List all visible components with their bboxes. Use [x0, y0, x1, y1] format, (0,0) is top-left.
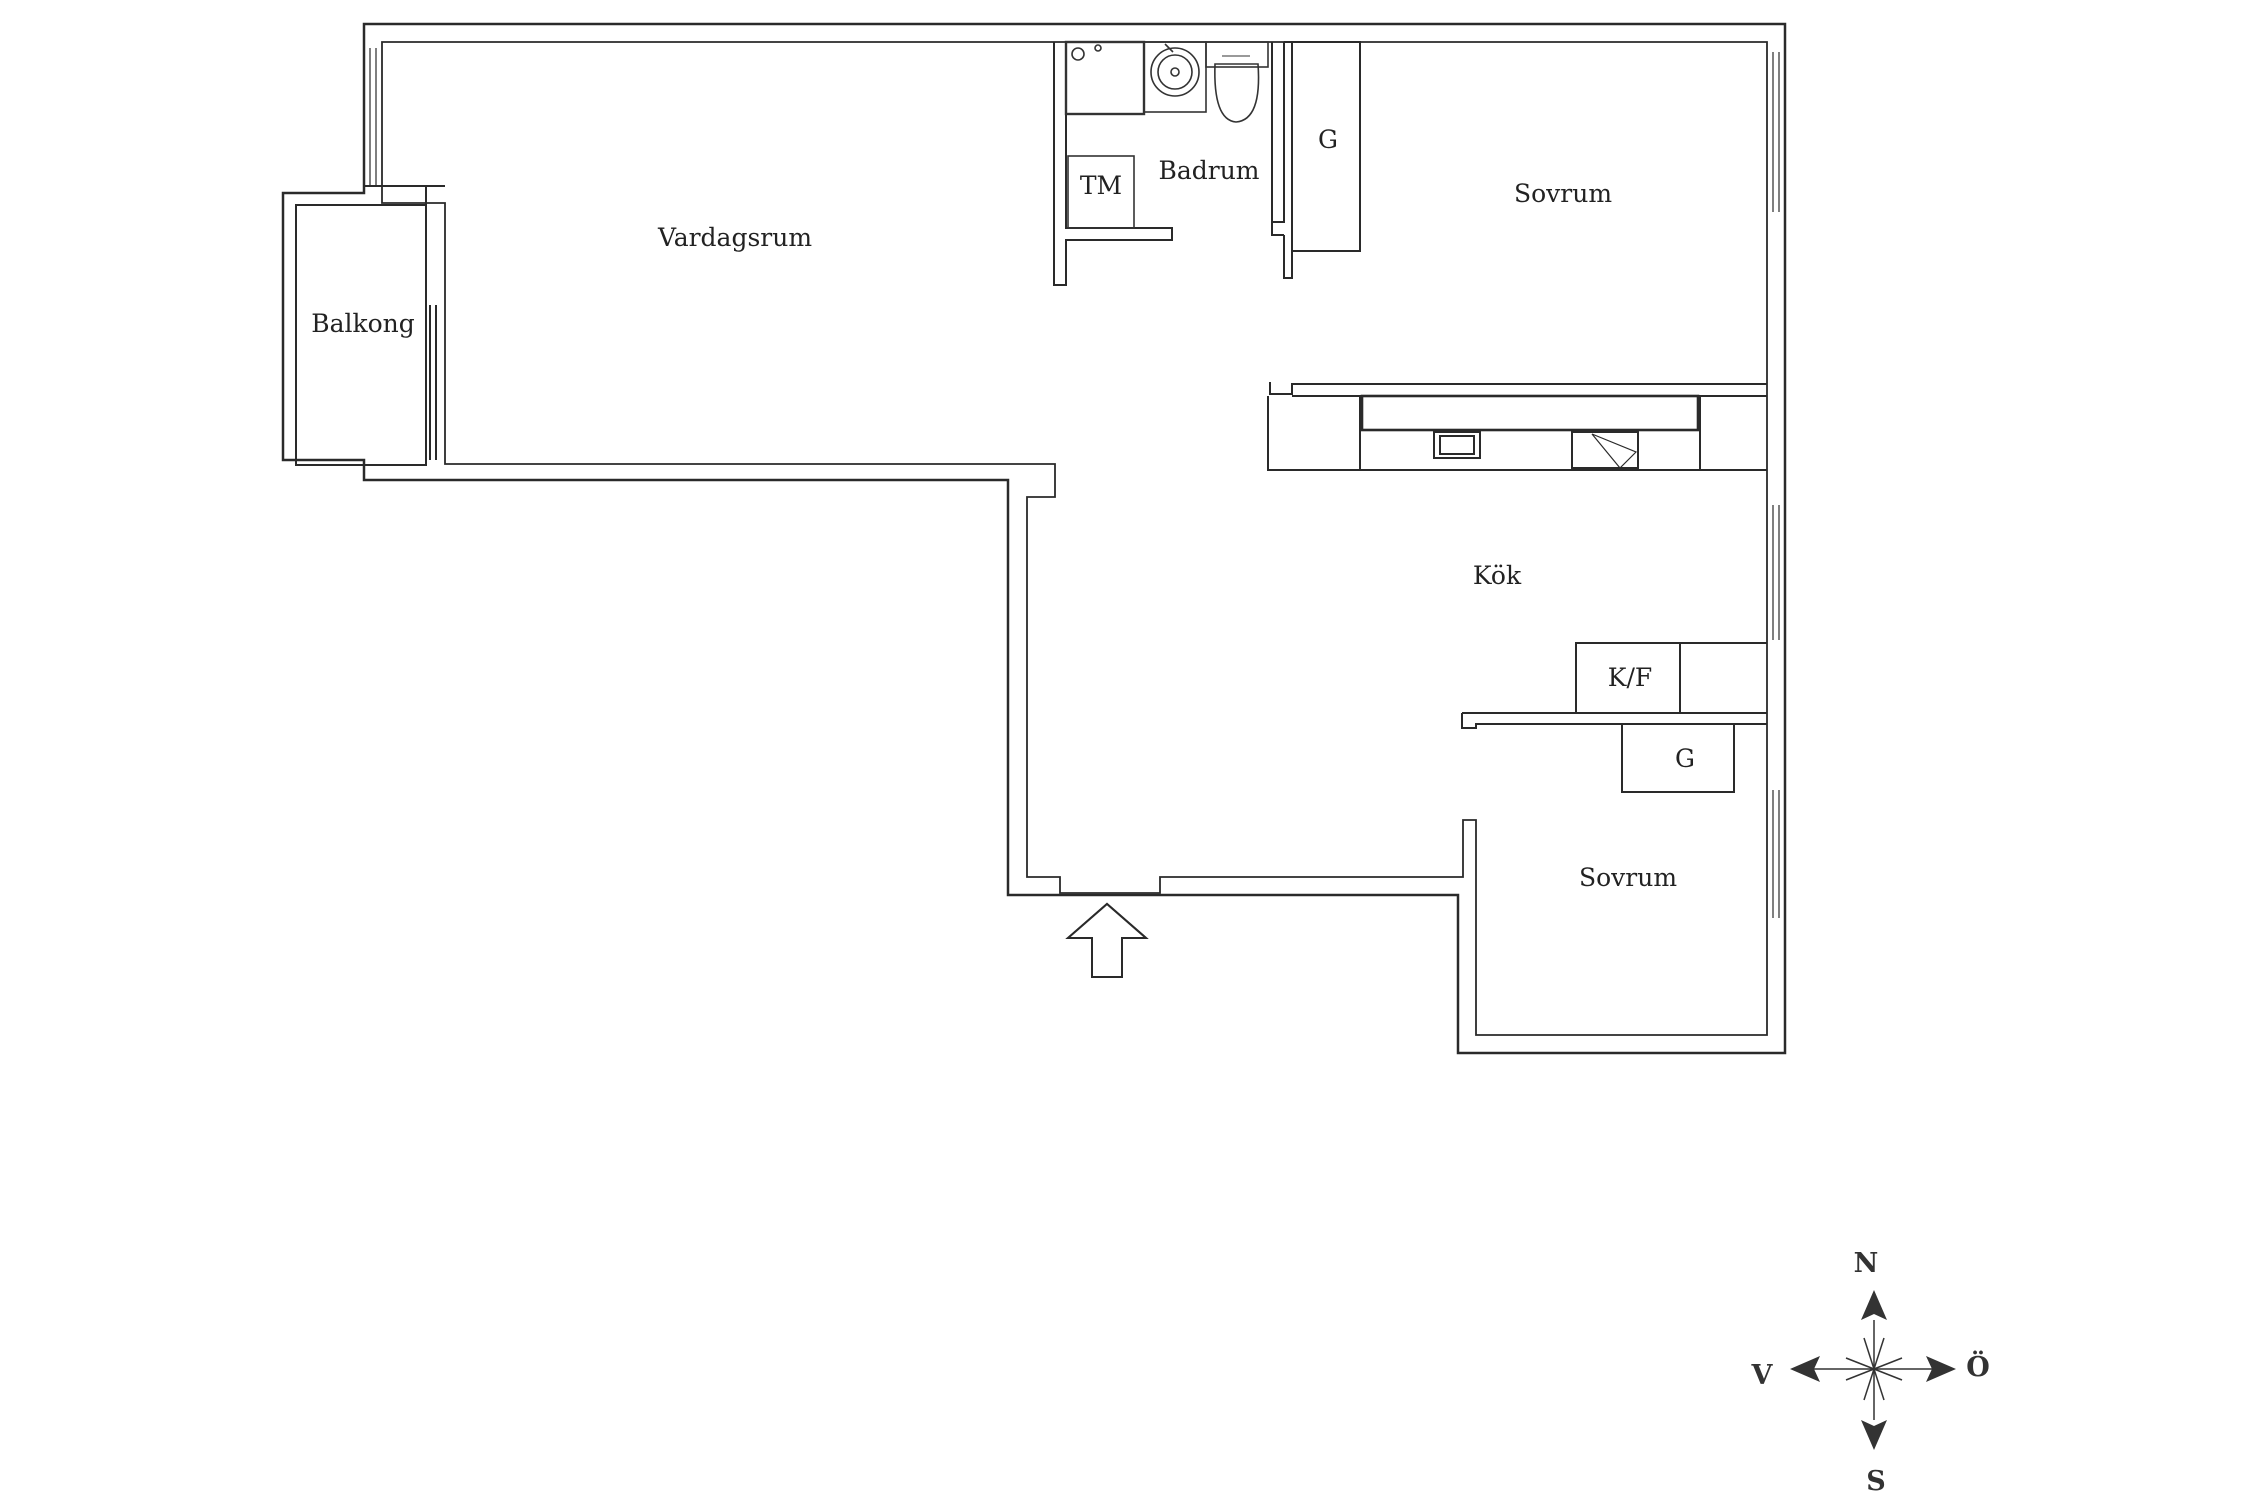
compass-arrow-east-icon [1926, 1356, 1956, 1382]
west-window [369, 48, 377, 185]
kitchen-sink [1433, 431, 1481, 459]
compass-label-east: Ö [1966, 1349, 1990, 1383]
label-tm: TM [1080, 171, 1122, 200]
label-g-south: G [1675, 744, 1695, 773]
north-bedroom-window [1772, 52, 1780, 212]
room-labels: Vardagsrum Balkong Badrum TM G Sovrum Kö… [311, 125, 1695, 892]
compass-arrow-west-icon [1790, 1356, 1820, 1382]
label-vardagsrum: Vardagsrum [657, 223, 812, 252]
label-kf: K/F [1608, 663, 1652, 692]
tm-box [1067, 155, 1135, 229]
south-bedroom-window [1772, 790, 1780, 918]
label-sovrum-north: Sovrum [1514, 179, 1612, 208]
kitchen-fridge-area [1461, 642, 1767, 729]
washing-machine [1064, 40, 1146, 116]
label-kok: Kök [1473, 561, 1522, 590]
north-bedroom-walls [1269, 41, 1767, 397]
entrance-arrow-outline [1065, 902, 1149, 978]
compass-arrow-north-icon [1861, 1290, 1887, 1320]
label-badrum: Badrum [1158, 156, 1259, 185]
label-g-north: G [1318, 125, 1338, 154]
sink-icon [1150, 47, 1200, 97]
compass-rose: N S Ö V [1751, 1248, 1990, 1497]
compass-label-south: S [1866, 1466, 1886, 1497]
label-sovrum-south: Sovrum [1579, 863, 1677, 892]
compass-label-north: N [1854, 1248, 1879, 1279]
label-balkong: Balkong [311, 309, 415, 338]
compass-label-west: V [1751, 1360, 1774, 1391]
wardrobe-north [1291, 41, 1361, 252]
outer-walls [281, 22, 1787, 1055]
kitchen-window [1772, 505, 1780, 640]
bathroom-fixtures [1064, 40, 1269, 229]
south-bedroom [1621, 723, 1735, 793]
kitchen-hood [1360, 394, 1700, 432]
compass-arrow-south-icon [1861, 1420, 1887, 1450]
kitchen-counter [1267, 394, 1767, 471]
balcony [295, 185, 445, 466]
stove [1571, 431, 1639, 469]
toilet-icon [1214, 63, 1260, 123]
